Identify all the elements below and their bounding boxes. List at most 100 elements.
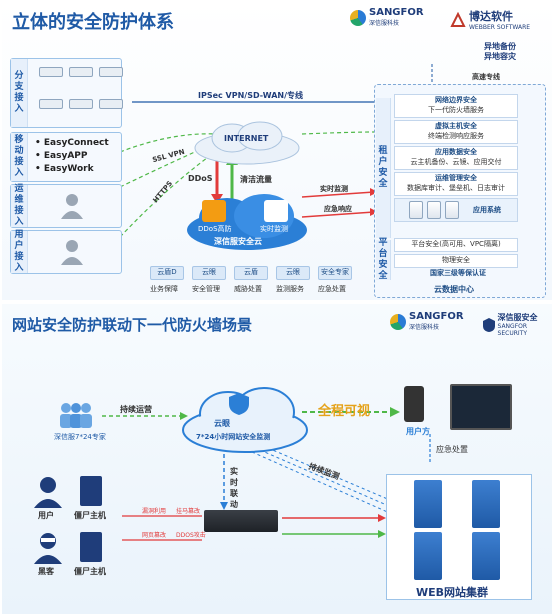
cloud-eye-sub-label: 7*24小时网站安全监测	[196, 433, 271, 441]
partner-logo-icon	[450, 11, 466, 27]
security-logo-text: 深信服安全	[497, 313, 538, 322]
bottom-icon-0: 云盾D	[150, 266, 184, 280]
attack-tag-1: 挂马篡改	[176, 508, 201, 515]
cloud-eye-icon	[229, 393, 249, 415]
user-access-group: 用户接入	[10, 230, 122, 274]
hacker-icon	[34, 533, 62, 564]
easyapp-label: EasyAPP	[43, 151, 88, 161]
firewall-device-icon	[204, 510, 278, 532]
person-icon	[61, 194, 83, 219]
dc-row-3-sub: 数据库审计、堡垒机、日志审计	[407, 184, 505, 192]
ops-access-group: 运维接入	[10, 184, 122, 228]
backup-labels: 异地备份 异地容灾	[484, 42, 516, 62]
sangfor-logo-sub: 深信服科技	[369, 20, 400, 27]
clean-traffic-label: 清洁流量	[240, 175, 272, 184]
zombie-host-label-1: 僵尸主机	[74, 511, 106, 520]
sangfor-logo-sub-2: 深信服科技	[409, 324, 440, 331]
ops-access-label: 运维接入	[11, 184, 28, 227]
web-cluster-label: WEB网站集群	[416, 586, 489, 599]
partner-logo: 博达软件 WEBBER SOFTWARE	[450, 8, 530, 31]
monitor-screen-icon	[450, 384, 512, 430]
website-protection-panel: 网站安全防护联动下一代防火墙场景 SANGFOR 深信服科技 深信服安全 SAN…	[2, 304, 552, 614]
server-rack-icon	[414, 532, 442, 580]
server-rack-icon	[414, 480, 442, 528]
user-side-label: 用户方	[406, 427, 430, 436]
mobile-access-label: 移动接入	[11, 133, 28, 181]
sangfor-logo-icon	[390, 313, 406, 330]
experts-icon	[60, 403, 92, 428]
shield-icon	[483, 317, 495, 332]
mobile-access-list: • EasyConnect • EasyAPP • EasyWork	[35, 138, 109, 174]
user-access-label: 用户接入	[11, 230, 28, 273]
dc-row-1-title: 虚拟主机安全	[435, 122, 477, 130]
dc-row-1: 虚拟主机安全 终端检测响应服务	[394, 120, 518, 144]
platform-security-label: 平台安全	[376, 238, 391, 281]
server-icon	[427, 201, 441, 219]
sangfor-logo-text: SANGFOR	[369, 7, 424, 18]
hacker-label: 黑客	[38, 567, 54, 576]
app-system-row: 应用系统	[394, 198, 518, 222]
easywork-label: EasyWork	[43, 164, 94, 174]
dc-row-2-sub: 云主机备份、云镜、应用交付	[410, 158, 502, 166]
bottom-icon-3: 云眼	[276, 266, 310, 280]
panel2-connectors	[102, 407, 431, 541]
experts-label: 深信服7*24专家	[54, 433, 106, 441]
bottom-label-0: 业务保障	[150, 285, 178, 293]
panel1-title: 立体的安全防护体系	[12, 12, 174, 33]
high-speed-line-label: 高速专线	[472, 73, 500, 81]
cloud-monitor-label: 实时监测	[260, 225, 288, 233]
bottom-icon-2: 云盾	[234, 266, 268, 280]
switch-icon	[99, 67, 123, 77]
user-icon	[34, 477, 62, 508]
internet-label: INTERNET	[224, 134, 269, 143]
remote-dr-label: 异地容灾	[484, 52, 516, 61]
cloud-dc-label: 云数据中心	[434, 285, 474, 294]
bottom-label-2: 威胁处置	[234, 285, 262, 293]
sangfor-cloud-label: 深信服安全云	[214, 237, 262, 246]
branch-access-label: 分支接入	[11, 59, 28, 127]
bottom-icon-4: 安全专家	[318, 266, 352, 280]
partner-logo-sub: WEBBER SOFTWARE	[469, 24, 531, 31]
monitor-icon	[264, 200, 288, 222]
person-icon	[61, 240, 83, 265]
sangfor-logo: SANGFOR 深信服科技	[350, 8, 424, 27]
cloud-ddos-label: DDoS高防	[198, 225, 232, 233]
emergency-label: 应急处置	[436, 445, 468, 454]
server-rack-icon	[472, 480, 500, 528]
platform-row-0: 平台安全(高可用、VPC隔离)	[394, 238, 518, 252]
dc-row-3: 运维管理安全 数据库审计、堡垒机、日志审计	[394, 172, 518, 196]
bottom-label-3: 监测服务	[276, 285, 304, 293]
server-icon	[409, 201, 423, 219]
phone-icon	[404, 386, 424, 422]
ipsec-link-label: IPSec VPN/SD-WAN/专线	[198, 91, 304, 100]
zombie-host-icon	[80, 532, 102, 562]
server-icon	[445, 201, 459, 219]
switch-icon	[39, 67, 63, 77]
platform-row-1: 物理安全	[394, 254, 518, 268]
zombie-host-icon	[80, 476, 102, 506]
platform-row-1-text: 物理安全	[442, 256, 470, 264]
easyconnect-label: EasyConnect	[43, 138, 109, 148]
dc-row-0: 网络边界安全 下一代防火墙服务	[394, 94, 518, 118]
app-system-label: 应用系统	[473, 206, 501, 214]
zombie-host-label-2: 僵尸主机	[74, 567, 106, 576]
sangfor-logo-2: SANGFOR 深信服科技	[390, 312, 464, 331]
sangfor-security-logo: 深信服安全 SANGFOR SECURITY	[482, 312, 552, 337]
server-rack-icon	[472, 532, 500, 580]
sangfor-logo-icon	[350, 9, 366, 26]
security-logo-sub: SANGFOR SECURITY	[497, 323, 528, 337]
security-system-panel: 立体的安全防护体系 SANGFOR 深信服科技 博达软件 WEBBER SOFT…	[2, 2, 552, 300]
switch-icon	[69, 99, 93, 109]
dc-row-1-sub: 终端检测响应服务	[428, 132, 484, 140]
realtime-link-label: 实时联动	[230, 467, 238, 509]
dc-row-2: 应用数据安全 云主机备份、云镜、应用交付	[394, 146, 518, 170]
compliance-label: 国家三级等保认证	[430, 269, 486, 277]
continuous-ops-label: 持续运营	[120, 405, 152, 414]
ddos-shield-icon	[202, 200, 226, 222]
emergency-response-label: 应急响应	[324, 205, 352, 213]
dc-row-3-title: 运维管理安全	[435, 174, 477, 182]
bottom-label-1: 安全管理	[192, 285, 220, 293]
platform-row-0-text: 平台安全(高可用、VPC隔离)	[411, 240, 501, 248]
dc-row-0-title: 网络边界安全	[435, 96, 477, 104]
sangfor-logo-text-2: SANGFOR	[409, 311, 464, 322]
